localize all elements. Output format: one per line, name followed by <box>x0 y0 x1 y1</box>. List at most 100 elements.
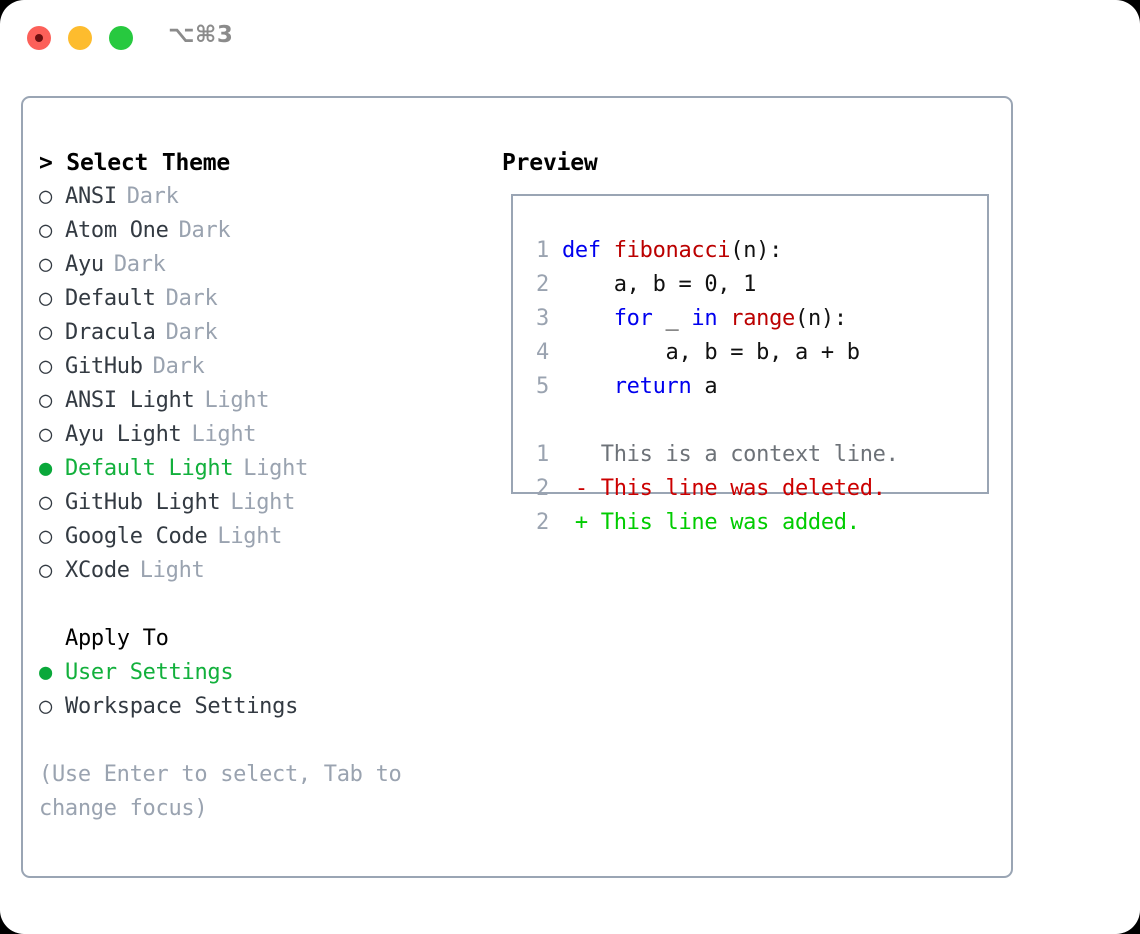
theme-kind-badge: Dark <box>165 286 218 311</box>
theme-name: Atom One <box>65 218 169 243</box>
code-line-number: 2 <box>536 272 549 297</box>
theme-kind-badge: Light <box>243 456 309 481</box>
theme-name: XCode <box>65 558 130 583</box>
code-line-number: 5 <box>536 374 549 399</box>
radio-unselected-icon: ○ <box>39 218 52 243</box>
code-gutter-space <box>549 306 562 331</box>
diff-marker <box>549 442 588 467</box>
apply-to-option[interactable]: ● User Settings <box>39 656 479 690</box>
theme-name: ANSI <box>65 184 117 209</box>
apply-to-option[interactable]: ○ Workspace Settings <box>39 690 479 724</box>
select-theme-heading: > Select Theme <box>39 150 231 176</box>
code-line-number: 3 <box>536 306 549 331</box>
theme-name: Google Code <box>65 524 208 549</box>
radio-unselected-icon: ○ <box>39 422 52 447</box>
theme-option[interactable]: ○ Atom One Dark <box>39 214 479 248</box>
code-token: a, b = 0, 1 <box>561 272 757 297</box>
code-token <box>717 306 730 331</box>
keyboard-hint-text: (Use Enter to select, Tab to change focu… <box>39 762 402 821</box>
code-line-number: 4 <box>536 340 549 365</box>
radio-selected-icon: ● <box>39 456 52 481</box>
theme-option[interactable]: ○ XCode Light <box>39 554 479 588</box>
code-token: (n): <box>795 306 847 331</box>
theme-kind-badge: Light <box>230 490 296 515</box>
minimize-window-button[interactable] <box>68 26 92 50</box>
diff-line: 2 - This line was deleted. <box>527 472 899 506</box>
radio-selected-icon: ● <box>39 660 52 685</box>
code-token: range <box>730 306 795 331</box>
diff-text: This line was added. <box>587 510 860 535</box>
theme-kind-badge: Dark <box>126 184 179 209</box>
code-token <box>562 306 614 331</box>
radio-unselected-icon: ○ <box>39 286 52 311</box>
close-window-button[interactable] <box>27 26 51 50</box>
theme-kind-badge: Dark <box>165 320 218 345</box>
theme-kind-badge: Light <box>191 422 257 447</box>
theme-kind-badge: Dark <box>152 354 205 379</box>
radio-unselected-icon: ○ <box>39 320 52 345</box>
code-line: 1 def fibonacci(n): <box>527 234 899 268</box>
section-spacer <box>39 588 479 622</box>
theme-option[interactable]: ○ GitHub Dark <box>39 350 479 384</box>
code-token: return <box>613 374 692 399</box>
diff-line: 2 + This line was added. <box>527 506 899 540</box>
code-gutter-space <box>549 374 562 399</box>
theme-option[interactable]: ○ Google Code Light <box>39 520 479 554</box>
zoom-window-button[interactable] <box>109 26 133 50</box>
radio-unselected-icon: ○ <box>39 354 52 379</box>
code-line-number: 1 <box>536 442 549 467</box>
theme-name: GitHub <box>65 354 143 379</box>
code-token: def <box>561 238 614 263</box>
diff-marker: - <box>549 476 588 501</box>
code-diff-spacer <box>527 404 899 438</box>
code-token: fibonacci <box>613 238 731 263</box>
theme-kind-badge: Light <box>217 524 283 549</box>
code-line-number: 1 <box>536 238 549 263</box>
code-token <box>562 374 614 399</box>
radio-unselected-icon: ○ <box>39 524 52 549</box>
radio-unselected-icon: ○ <box>39 558 52 583</box>
code-token: a, b = b, a + b <box>561 340 861 365</box>
diff-text: This line was deleted. <box>587 476 886 501</box>
theme-option[interactable]: ○ Ayu Light Light <box>39 418 479 452</box>
keyboard-shortcut-label: ⌥⌘3 <box>168 22 234 48</box>
code-line: 2 a, b = 0, 1 <box>527 268 899 302</box>
code-gutter-space <box>549 340 562 365</box>
diff-text: This is a context line. <box>587 442 899 467</box>
theme-kind-badge: Dark <box>178 218 231 243</box>
radio-unselected-icon: ○ <box>39 388 52 413</box>
theme-kind-badge: Light <box>139 558 205 583</box>
theme-name: Ayu <box>65 252 104 277</box>
apply-to-list: ● User Settings ○ Workspace Settings <box>39 656 479 724</box>
apply-to-heading: Apply To <box>65 626 169 651</box>
code-line-number: 2 <box>536 476 549 501</box>
code-token: a <box>691 374 718 399</box>
code-gutter-space <box>549 272 562 297</box>
code-token: _ <box>652 306 692 331</box>
theme-name: Ayu Light <box>65 422 182 447</box>
diff-marker: + <box>549 510 588 535</box>
code-line: 3 for _ in range(n): <box>527 302 899 336</box>
code-line: 5 return a <box>527 370 899 404</box>
apply-to-label: Workspace Settings <box>65 694 299 719</box>
radio-unselected-icon: ○ <box>39 694 52 719</box>
preview-heading: Preview <box>502 150 598 176</box>
theme-kind-badge: Dark <box>113 252 166 277</box>
code-token: (n): <box>730 238 783 263</box>
apply-to-label: User Settings <box>65 660 234 685</box>
traffic-lights <box>27 26 133 50</box>
theme-kind-badge: Light <box>204 388 270 413</box>
